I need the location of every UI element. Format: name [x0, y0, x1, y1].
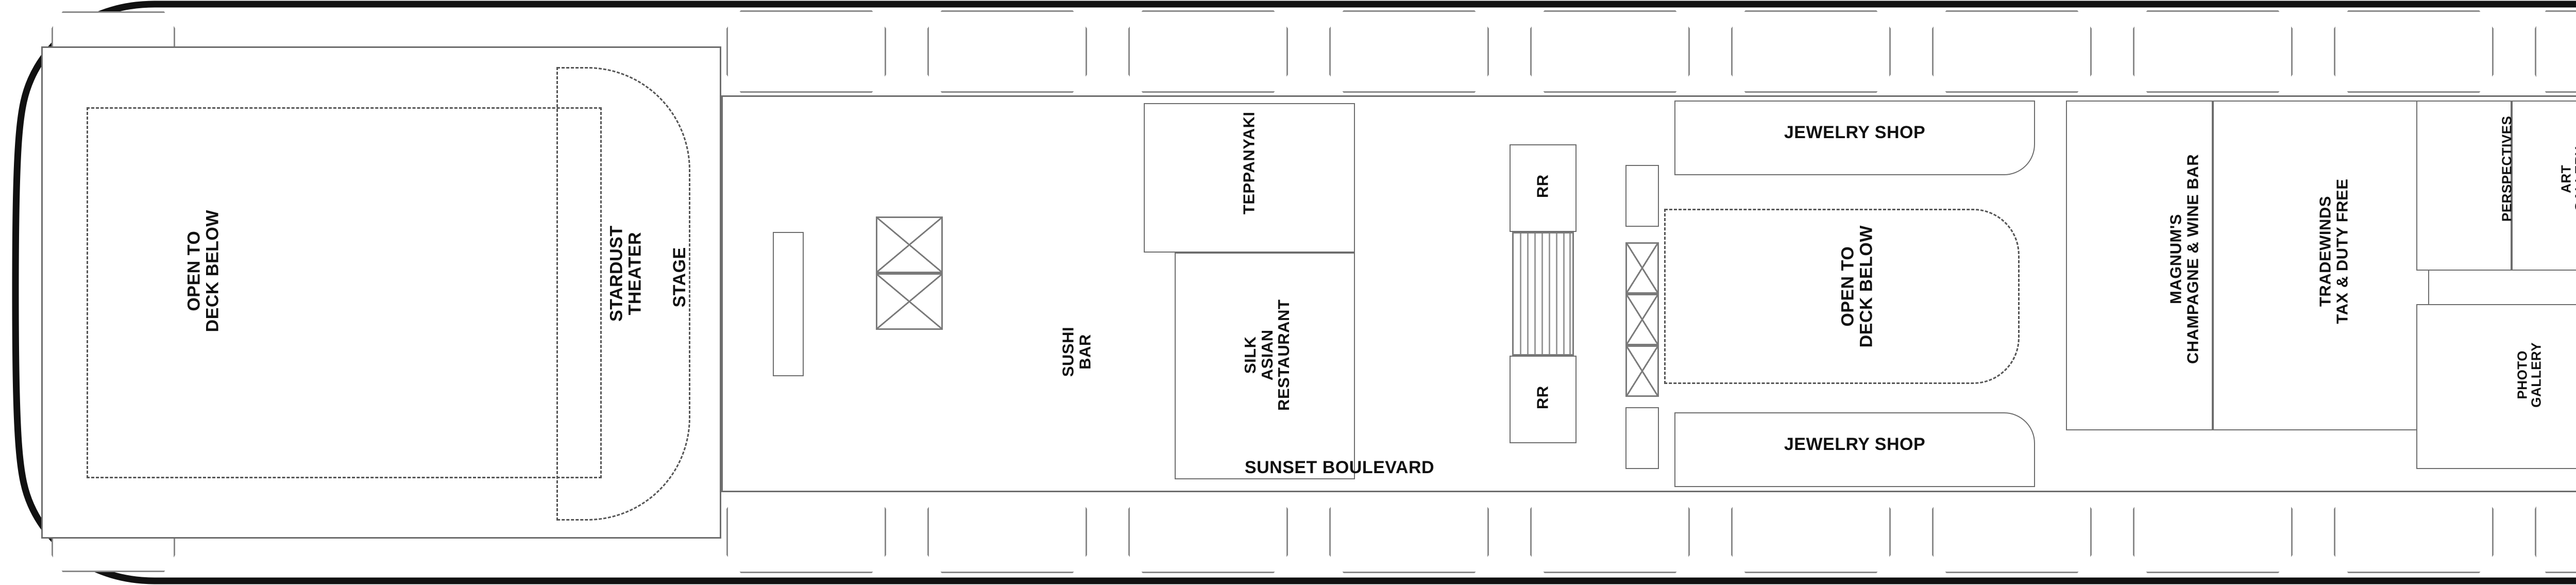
deck-pod	[2334, 491, 2494, 573]
deck-pod	[2334, 10, 2494, 93]
magnums-bar-label: MAGNUM'S CHAMPAGNE & WINE BAR	[2166, 154, 2201, 364]
deck-pod	[2133, 10, 2293, 93]
jewelry-shop-lower-label: JEWELRY SHOP	[1784, 434, 1926, 454]
stardust-theater-label: STARDUST THEATER	[606, 225, 645, 322]
teppanyaki-label: TEPPANYAKI	[1240, 111, 1258, 215]
photo-gallery-room	[2416, 304, 2576, 469]
open-to-deck-below-mid-outline	[1664, 209, 2020, 384]
photo-gallery-label: PHOTO GALLERY	[2514, 342, 2544, 408]
deck-pod	[1128, 10, 1288, 93]
restroom-lower-label: RR	[1533, 386, 1552, 410]
jewelry-shop-upper-label: JEWELRY SHOP	[1784, 123, 1926, 142]
open-to-deck-below-aft-label: OPEN TO DECK BELOW	[184, 210, 222, 332]
tradewinds-label: TRADEWINDS TAX & DUTY FREE	[2316, 178, 2351, 324]
deck-pod	[2535, 10, 2576, 93]
open-to-deck-below-mid-label: OPEN TO DECK BELOW	[1838, 225, 1876, 348]
deck-pod	[927, 491, 1087, 573]
magnums-bar-room	[2066, 101, 2213, 430]
deck-pod	[726, 491, 886, 573]
service-box-atrium-top	[1625, 165, 1659, 227]
art-gallery-label: ART GALLERY	[2558, 146, 2576, 212]
deck-pod	[1128, 491, 1288, 573]
elevator-bank-atrium-3	[1625, 345, 1659, 397]
deck-pod	[2133, 491, 2293, 573]
stair-core-mid	[1512, 232, 1574, 356]
deck-pod	[1530, 10, 1690, 93]
deck-pod	[1932, 10, 2092, 93]
elevator-bank-aft	[876, 216, 943, 273]
elevator-bank-atrium-1	[1625, 242, 1659, 294]
jewelry-shop-lower-room	[1674, 412, 2035, 487]
deck-pod	[927, 10, 1087, 93]
art-gallery-room	[2512, 101, 2576, 271]
deck-pod	[1932, 491, 2092, 573]
deck-pod	[1731, 491, 1891, 573]
deck-pod	[1329, 491, 1489, 573]
deck-pod	[1329, 10, 1489, 93]
silk-asian-restaurant-room	[1175, 253, 1355, 479]
deck-pod	[1731, 10, 1891, 93]
jewelry-shop-upper-room	[1674, 101, 2035, 175]
open-to-deck-below-aft-outline	[87, 107, 602, 478]
sushi-bar-label: SUSHI BAR	[1059, 326, 1094, 377]
restroom-lower-room	[1510, 356, 1577, 443]
service-box-atrium-bottom	[1625, 407, 1659, 469]
stair-core-aft	[773, 232, 804, 376]
tradewinds-room	[2213, 101, 2429, 430]
deck-pod	[2535, 491, 2576, 573]
deck-pod	[1530, 491, 1690, 573]
elevator-bank-aft-2	[876, 273, 943, 330]
silk-asian-restaurant-label: SILK ASIAN RESTAURANT	[1241, 299, 1293, 411]
restroom-upper-label: RR	[1533, 174, 1552, 198]
elevator-bank-atrium-2	[1625, 294, 1659, 345]
deck-pod	[726, 10, 886, 93]
sunset-boulevard-label: SUNSET BOULEVARD	[1244, 458, 1435, 477]
restroom-upper-room	[1510, 144, 1577, 232]
perspectives-studio-room	[2416, 101, 2512, 271]
teppanyaki-room	[1144, 103, 1355, 253]
stage-label: STAGE	[670, 247, 690, 308]
